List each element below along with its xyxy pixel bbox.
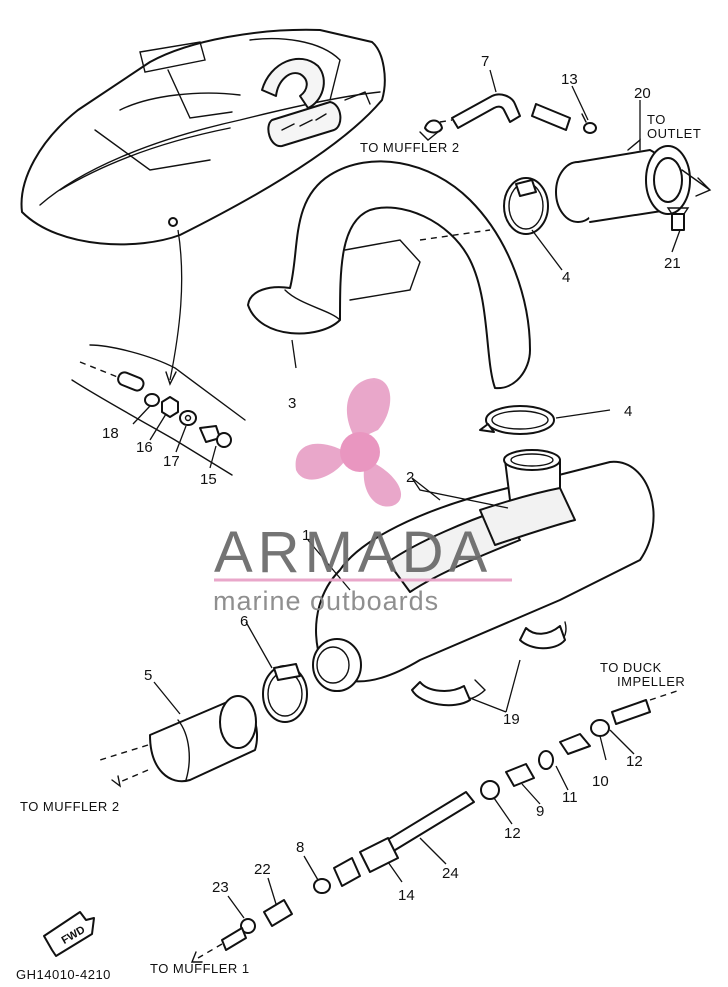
part-20-outlet-fitting (555, 138, 712, 231)
callout-6: 6 (240, 613, 248, 630)
note-to-muffler2-top: TO MUFFLER 2 (360, 140, 460, 155)
callout-4-mid: 4 (624, 403, 632, 420)
part-7-hose (419, 93, 597, 141)
note-to-duck-1: TO DUCK (600, 660, 662, 675)
callout-4-top: 4 (562, 269, 570, 286)
callout-19: 19 (503, 711, 520, 728)
callout-10: 10 (592, 773, 609, 790)
callout-numbers: 7 13 20 21 4 4 3 18 16 17 15 2 1 6 5 19 … (102, 53, 681, 904)
cooling-hose-fittings (480, 689, 681, 800)
part-3-exhaust-pipe (247, 160, 531, 390)
fwd-arrow: FWD (43, 911, 95, 957)
callout-7: 7 (481, 53, 489, 70)
callout-14: 14 (398, 887, 415, 904)
part-4-clamps (479, 177, 555, 435)
note-to-outlet-2: OUTLET (647, 126, 701, 141)
callout-8: 8 (296, 839, 304, 856)
callout-1: 1 (302, 527, 310, 544)
callout-12-right: 12 (626, 753, 643, 770)
callout-12-lower: 12 (504, 825, 521, 842)
note-to-muffler2-left: TO MUFFLER 2 (20, 799, 120, 814)
part-19-brackets (411, 625, 566, 707)
note-to-muffler1: TO MUFFLER 1 (150, 961, 250, 976)
callout-17: 17 (163, 453, 180, 470)
part-1-muffler (312, 449, 655, 702)
callout-18: 18 (102, 425, 119, 442)
part-5-sleeve (99, 695, 258, 788)
callout-23: 23 (212, 879, 229, 896)
callout-21: 21 (664, 255, 681, 272)
callout-16: 16 (136, 439, 153, 456)
doc-code: GH14010-4210 (16, 967, 111, 982)
callout-22: 22 (254, 861, 271, 878)
callout-5: 5 (144, 667, 152, 684)
note-to-duck-2: IMPELLER (617, 674, 685, 689)
part-24-hose-assembly (190, 791, 475, 963)
leader-lines (132, 69, 681, 919)
routing-notes: TO MUFFLER 2 TO OUTLET TO DUCK IMPELLER … (16, 112, 701, 982)
callout-13: 13 (561, 71, 578, 88)
callout-20: 20 (634, 85, 651, 102)
part-6-clamp (262, 663, 308, 723)
mount-inset (71, 344, 246, 476)
callout-9: 9 (536, 803, 544, 820)
callout-24: 24 (442, 865, 459, 882)
watermark-brand: ARMADA (214, 520, 492, 585)
watermark-tagline: marine outboards (213, 586, 439, 616)
propeller-logo (295, 378, 402, 507)
watercraft-illustration (20, 28, 386, 386)
callout-2: 2 (406, 469, 414, 486)
callout-11: 11 (562, 789, 578, 806)
note-to-outlet-1: TO (647, 112, 666, 127)
callout-15: 15 (200, 471, 217, 488)
callout-3: 3 (288, 395, 296, 412)
watermark: ARMADA marine outboards (213, 378, 512, 616)
